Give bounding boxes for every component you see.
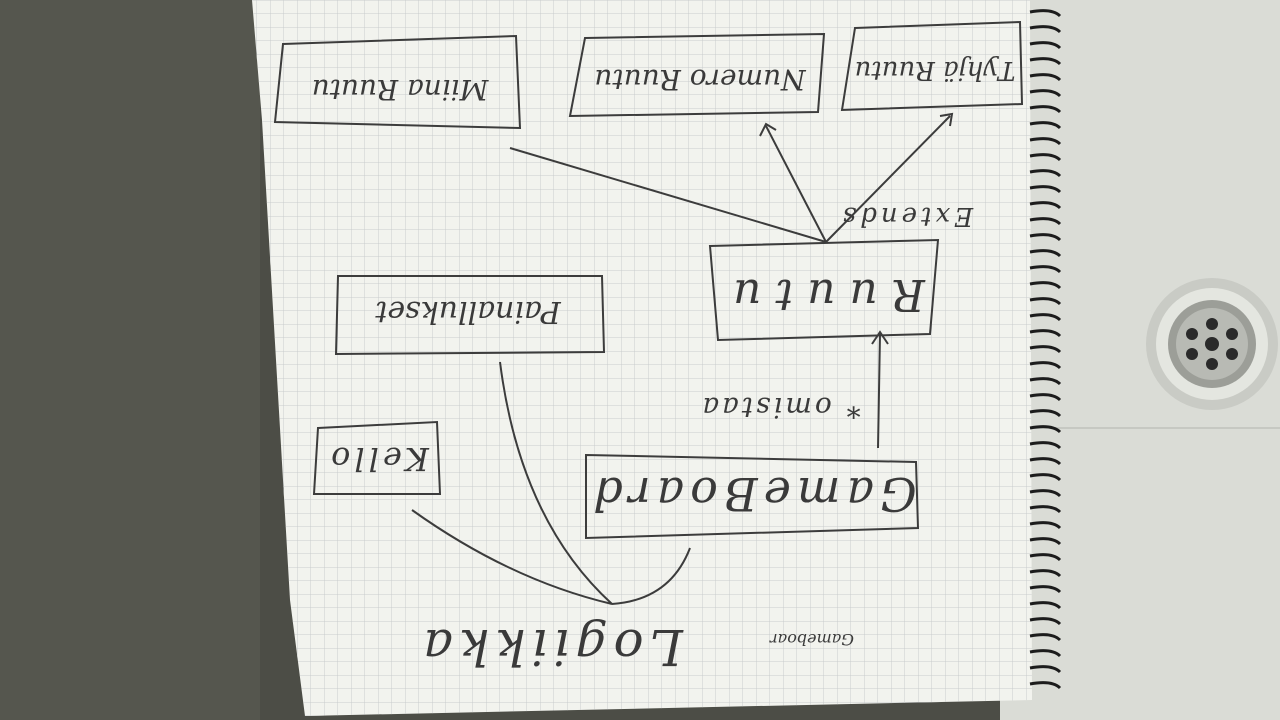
drawer-edge [0,0,260,720]
grid-lines [252,0,1032,716]
box-tyhja-ruutu [840,20,1024,112]
extends-arrow-numero [759,122,827,243]
box-kello [312,420,442,495]
logic-line-painallukset [499,361,613,605]
label-ruutu: Ruutu [719,269,926,320]
box-painallukset [334,275,606,356]
label-miina-ruutu: Miina Ruutu [312,73,490,106]
extends-line-miina [509,147,827,243]
label-logiikka: Logiikka [417,618,684,676]
label-omistaa: * omistaa [699,391,860,424]
label-gameboard: GameBoard [587,467,916,521]
logic-line-gameboard [611,547,691,605]
box-ruutu [708,238,940,342]
label-kello: Kello [327,440,430,478]
box-miina-ruutu [273,34,522,130]
spiral-binding [1029,9,1062,690]
sink-drain [1146,278,1278,410]
label-numero-ruutu: Numero Ruutu [594,63,806,96]
box-numero-ruutu [568,32,826,118]
label-gameboar-note: Gameboar [769,630,854,649]
label-extends: Extends [839,201,974,231]
owns-arrow [871,330,889,449]
logic-line-kello [411,509,613,605]
label-tyhja-ruutu: Tyhjä Ruutu [855,55,1016,85]
box-gameboard [585,453,920,540]
extends-arrow-tyhja [825,112,954,243]
label-painallukset: Painallukset [374,294,561,329]
